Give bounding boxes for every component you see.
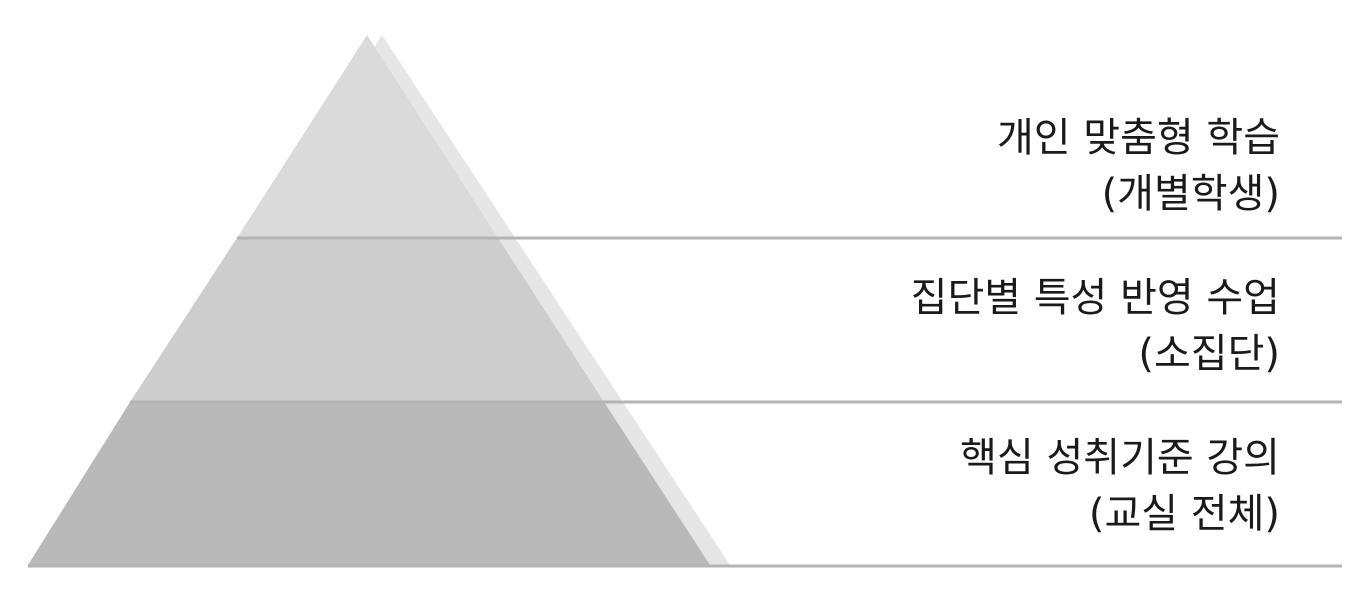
- pyramid-tier-bottom: [28, 402, 710, 565]
- level-label-small-group: 집단별 특성 반영 수업 (소집단): [911, 270, 1280, 382]
- pyramid-tier-top: [237, 35, 498, 238]
- level-title: 개인 맞춤형 학습: [996, 115, 1280, 161]
- level-title: 집단별 특성 반영 수업: [910, 275, 1280, 321]
- level-label-individual: 개인 맞춤형 학습 (개별학생): [997, 110, 1280, 222]
- level-subtitle: (소집단): [1138, 331, 1280, 377]
- pyramid-tier-middle: [130, 238, 604, 402]
- level-subtitle: (개별학생): [1101, 171, 1280, 217]
- level-subtitle: (교실 전체): [1088, 491, 1280, 537]
- level-label-whole-class: 핵심 성취기준 강의 (교실 전체): [960, 430, 1280, 542]
- level-title: 핵심 성취기준 강의: [960, 435, 1280, 481]
